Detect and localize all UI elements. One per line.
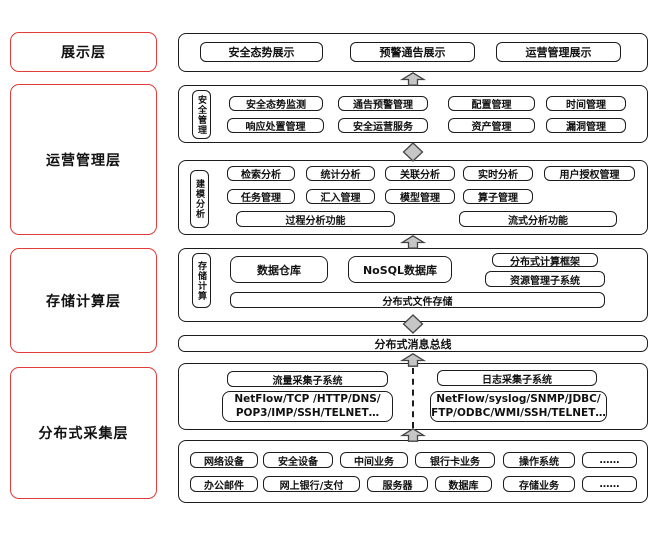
- box-distributed-file-storage: 分布式文件存储: [230, 292, 605, 308]
- box-security-posture-display: 安全态势展示: [200, 42, 323, 62]
- box-search-analysis: 检索分析: [227, 166, 295, 181]
- box-notice-warning-mgmt: 通告预警管理: [338, 96, 428, 111]
- up-arrow-icon: [399, 235, 427, 249]
- box-log-protocols: NetFlow/syslog/SNMP/JDBC/ FTP/ODBC/WMI/S…: [430, 391, 607, 422]
- double-arrow-icon: [402, 142, 424, 162]
- box-traffic-collector: 流量采集子系统: [227, 371, 388, 387]
- box-config-mgmt: 配置管理: [448, 96, 535, 111]
- box-distributed-compute-framework: 分布式计算框架: [492, 253, 598, 268]
- sources-section: [178, 440, 648, 503]
- box-network-devices: 网络设备: [190, 452, 258, 468]
- box-ellipsis-2: ……: [582, 476, 637, 492]
- up-arrow-icon: [399, 428, 427, 442]
- security-mgmt-group-label: 安全管理: [192, 90, 211, 139]
- box-operation-mgmt-display: 运营管理展示: [496, 42, 621, 62]
- layer-collection: 分布式采集层: [10, 367, 157, 499]
- security-mgmt-section: [178, 85, 648, 143]
- box-nosql-database: NoSQL数据库: [348, 256, 452, 283]
- box-security-devices: 安全设备: [263, 452, 333, 468]
- box-time-mgmt: 时间管理: [546, 96, 626, 111]
- box-databases: 数据库: [435, 476, 492, 492]
- box-servers: 服务器: [367, 476, 428, 492]
- box-intermediate-business: 中间业务: [340, 452, 408, 468]
- box-bankcard-business: 银行卡业务: [415, 452, 495, 468]
- box-correlation-analysis: 关联分析: [385, 166, 455, 181]
- modeling-group-label: 建模分析: [190, 170, 209, 228]
- box-security-operation-service: 安全运营服务: [338, 118, 428, 133]
- box-process-analysis-function: 过程分析功能: [236, 211, 395, 227]
- box-stream-analysis-function: 流式分析功能: [459, 211, 617, 227]
- box-model-mgmt: 模型管理: [385, 189, 455, 204]
- box-posture-monitoring: 安全态势监测: [229, 96, 323, 111]
- box-ellipsis-1: ……: [582, 452, 637, 468]
- box-response-handling: 响应处置管理: [227, 118, 324, 133]
- box-log-collector: 日志采集子系统: [437, 370, 597, 386]
- box-data-warehouse: 数据仓库: [230, 256, 328, 283]
- up-arrow-icon: [399, 72, 427, 86]
- box-operating-system: 操作系统: [503, 452, 575, 468]
- box-statistical-analysis: 统计分析: [306, 166, 375, 181]
- dashed-connector-line: [412, 368, 414, 428]
- box-online-banking-payment: 网上银行/支付: [263, 476, 360, 492]
- layer-storage: 存储计算层: [10, 248, 157, 353]
- box-asset-mgmt: 资产管理: [448, 118, 535, 133]
- box-task-mgmt: 任务管理: [227, 189, 295, 204]
- double-arrow-icon: [402, 314, 424, 334]
- box-realtime-analysis: 实时分析: [463, 166, 533, 181]
- box-office-mail: 办公邮件: [190, 476, 258, 492]
- box-operator-mgmt: 算子管理: [463, 189, 533, 204]
- layer-presentation: 展示层: [10, 32, 157, 72]
- box-user-authorization-mgmt: 用户授权管理: [544, 166, 635, 181]
- box-vulnerability-mgmt: 漏洞管理: [546, 118, 626, 133]
- box-warning-notice-display: 预警通告展示: [350, 42, 475, 62]
- box-traffic-protocols: NetFlow/TCP /HTTP/DNS/ POP3/IMP/SSH/TELN…: [222, 391, 393, 422]
- box-storage-business: 存储业务: [503, 476, 575, 492]
- layer-operations: 运营管理层: [10, 84, 157, 235]
- box-import-mgmt: 汇入管理: [306, 189, 375, 204]
- box-resource-mgmt-subsystem: 资源管理子系统: [485, 271, 605, 287]
- storage-compute-group-label: 存储计算: [192, 253, 211, 308]
- message-bus-bar: 分布式消息总线: [178, 335, 648, 352]
- up-arrow-icon: [399, 353, 427, 367]
